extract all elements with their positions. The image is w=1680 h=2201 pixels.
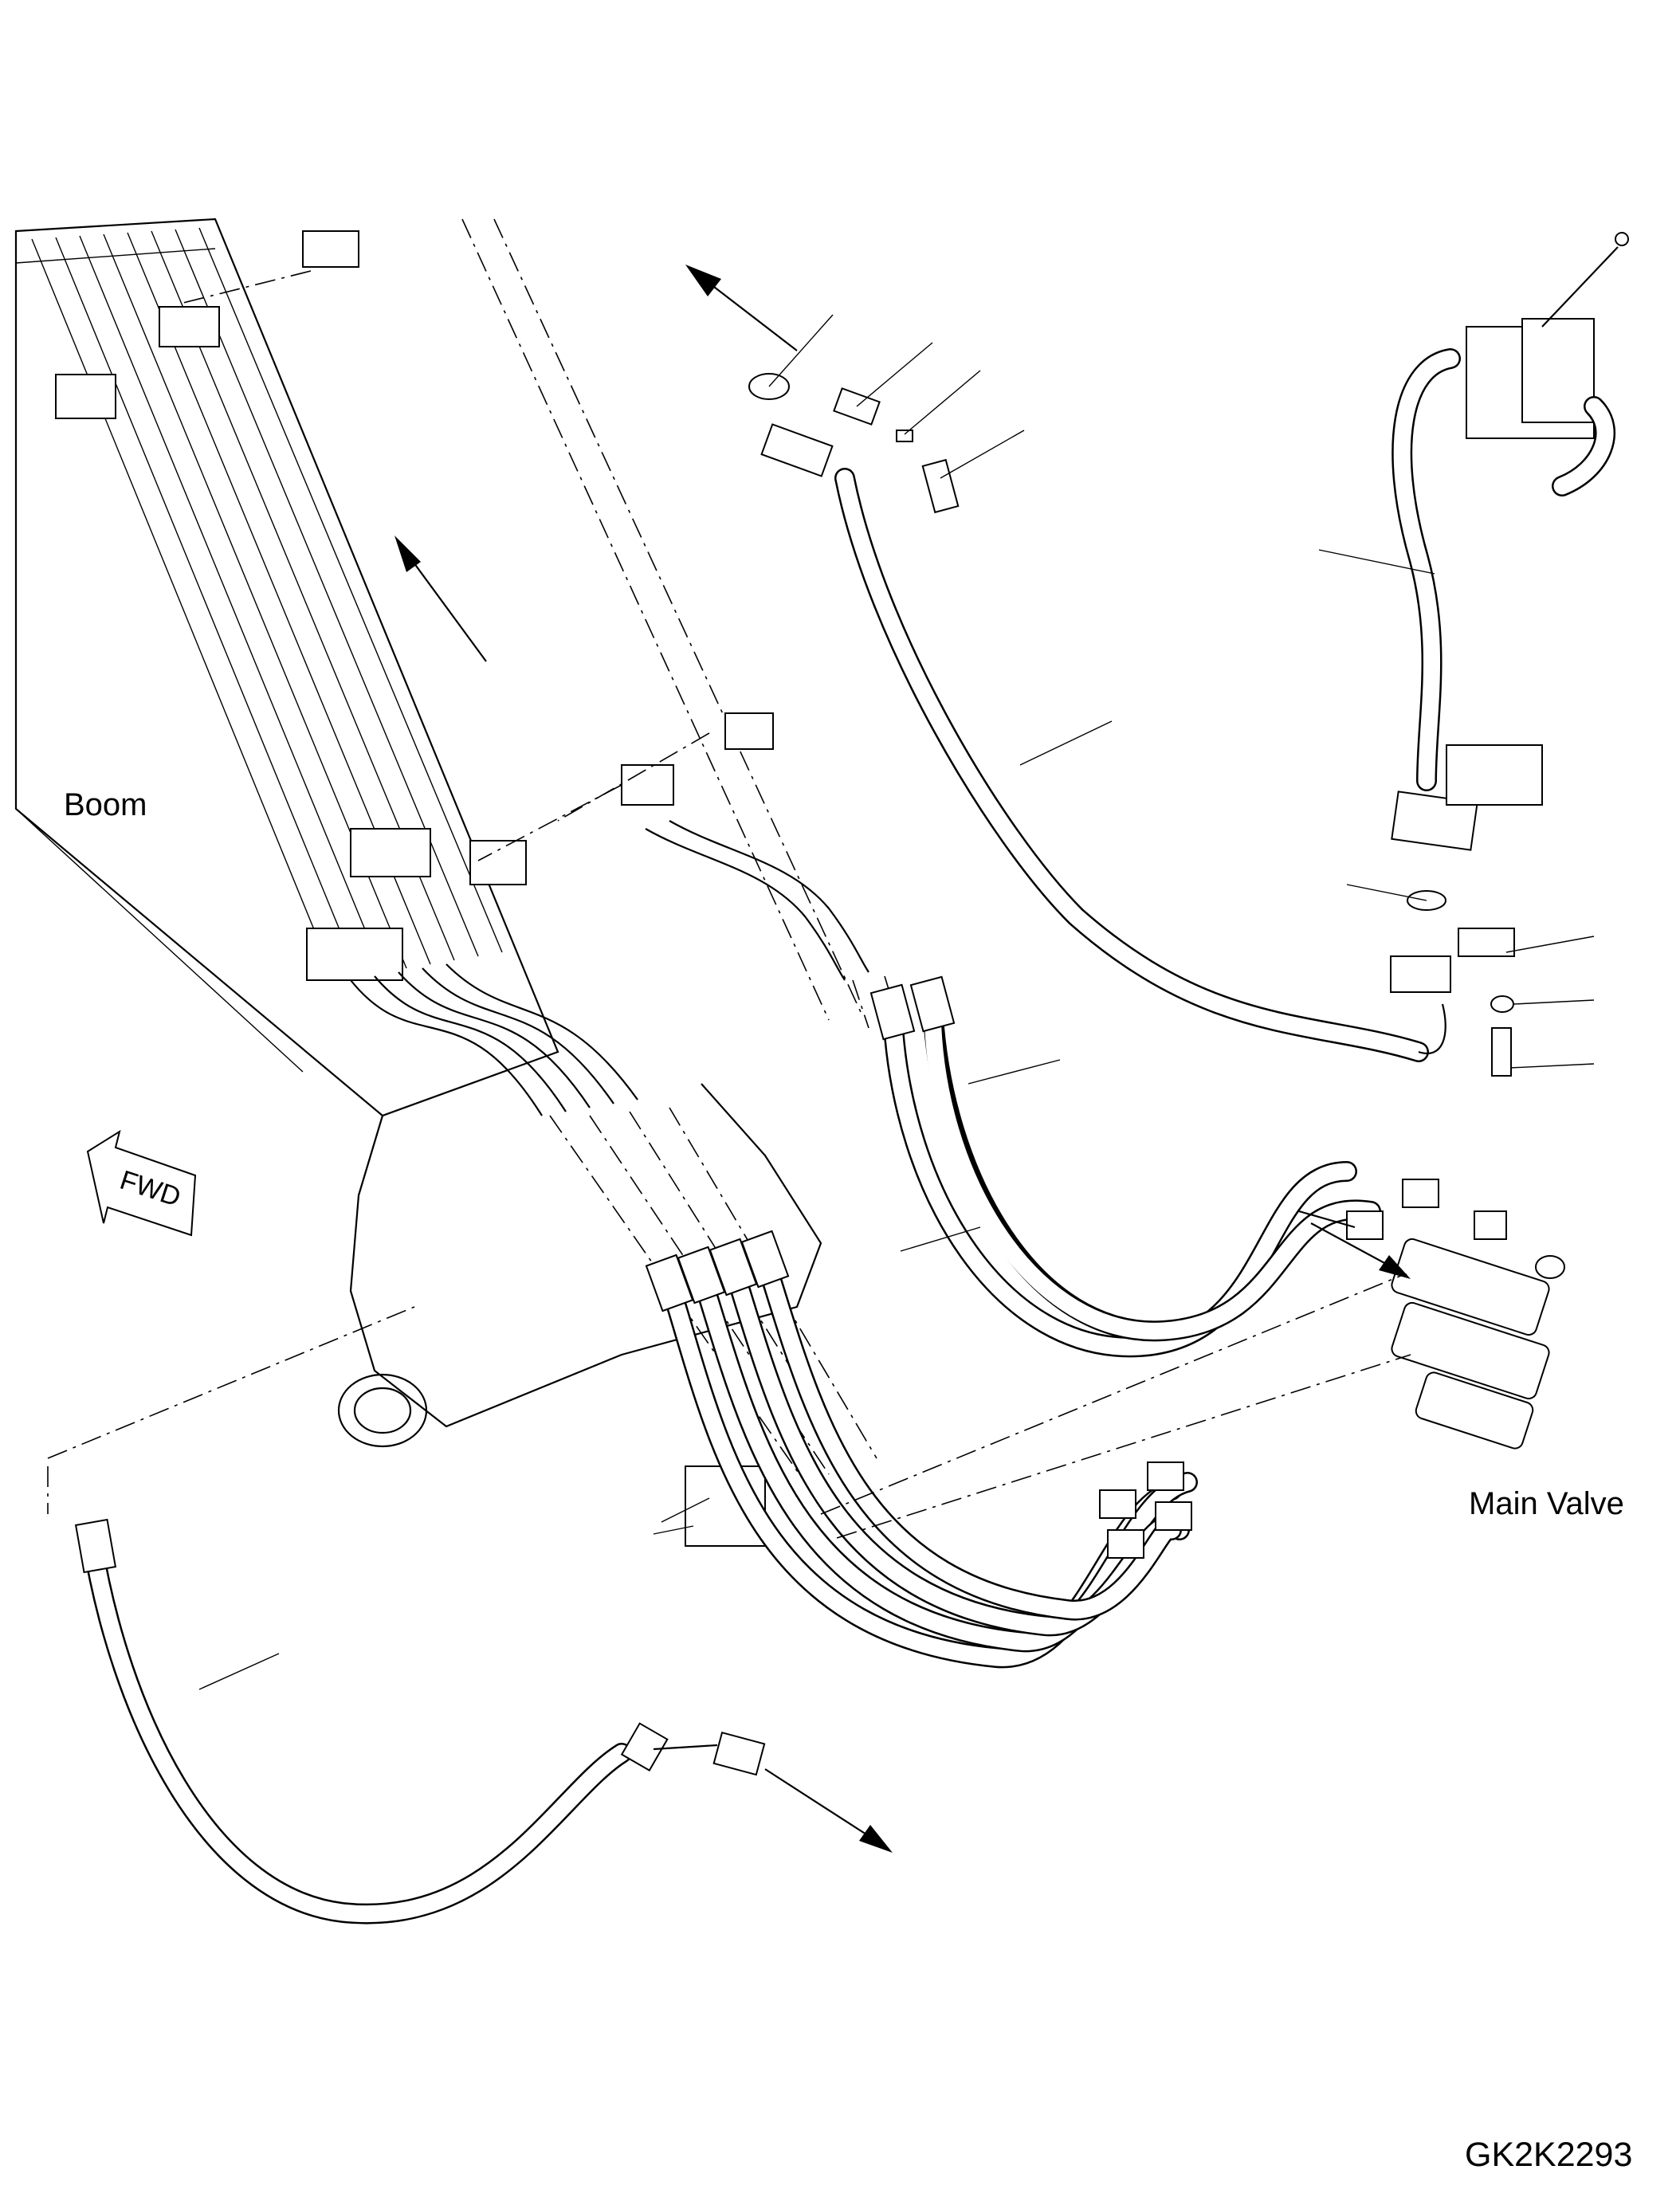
main-valve-block (820, 1210, 1550, 1539)
fwd-arrow-icon: FWD (86, 1129, 197, 1237)
hose-clamps (55, 230, 774, 1547)
direction-arrow-icon (394, 265, 1411, 1853)
upper-valve (1390, 232, 1629, 1077)
leader-lines (198, 314, 1595, 1690)
main-valve-label: Main Valve (1469, 1486, 1624, 1521)
main-hoses (81, 468, 1446, 1924)
boom-structure (14, 218, 862, 1514)
drawing-code: GK2K2293 (1465, 2136, 1633, 2174)
boom-label: Boom (64, 787, 147, 822)
fittings (74, 373, 1565, 1776)
